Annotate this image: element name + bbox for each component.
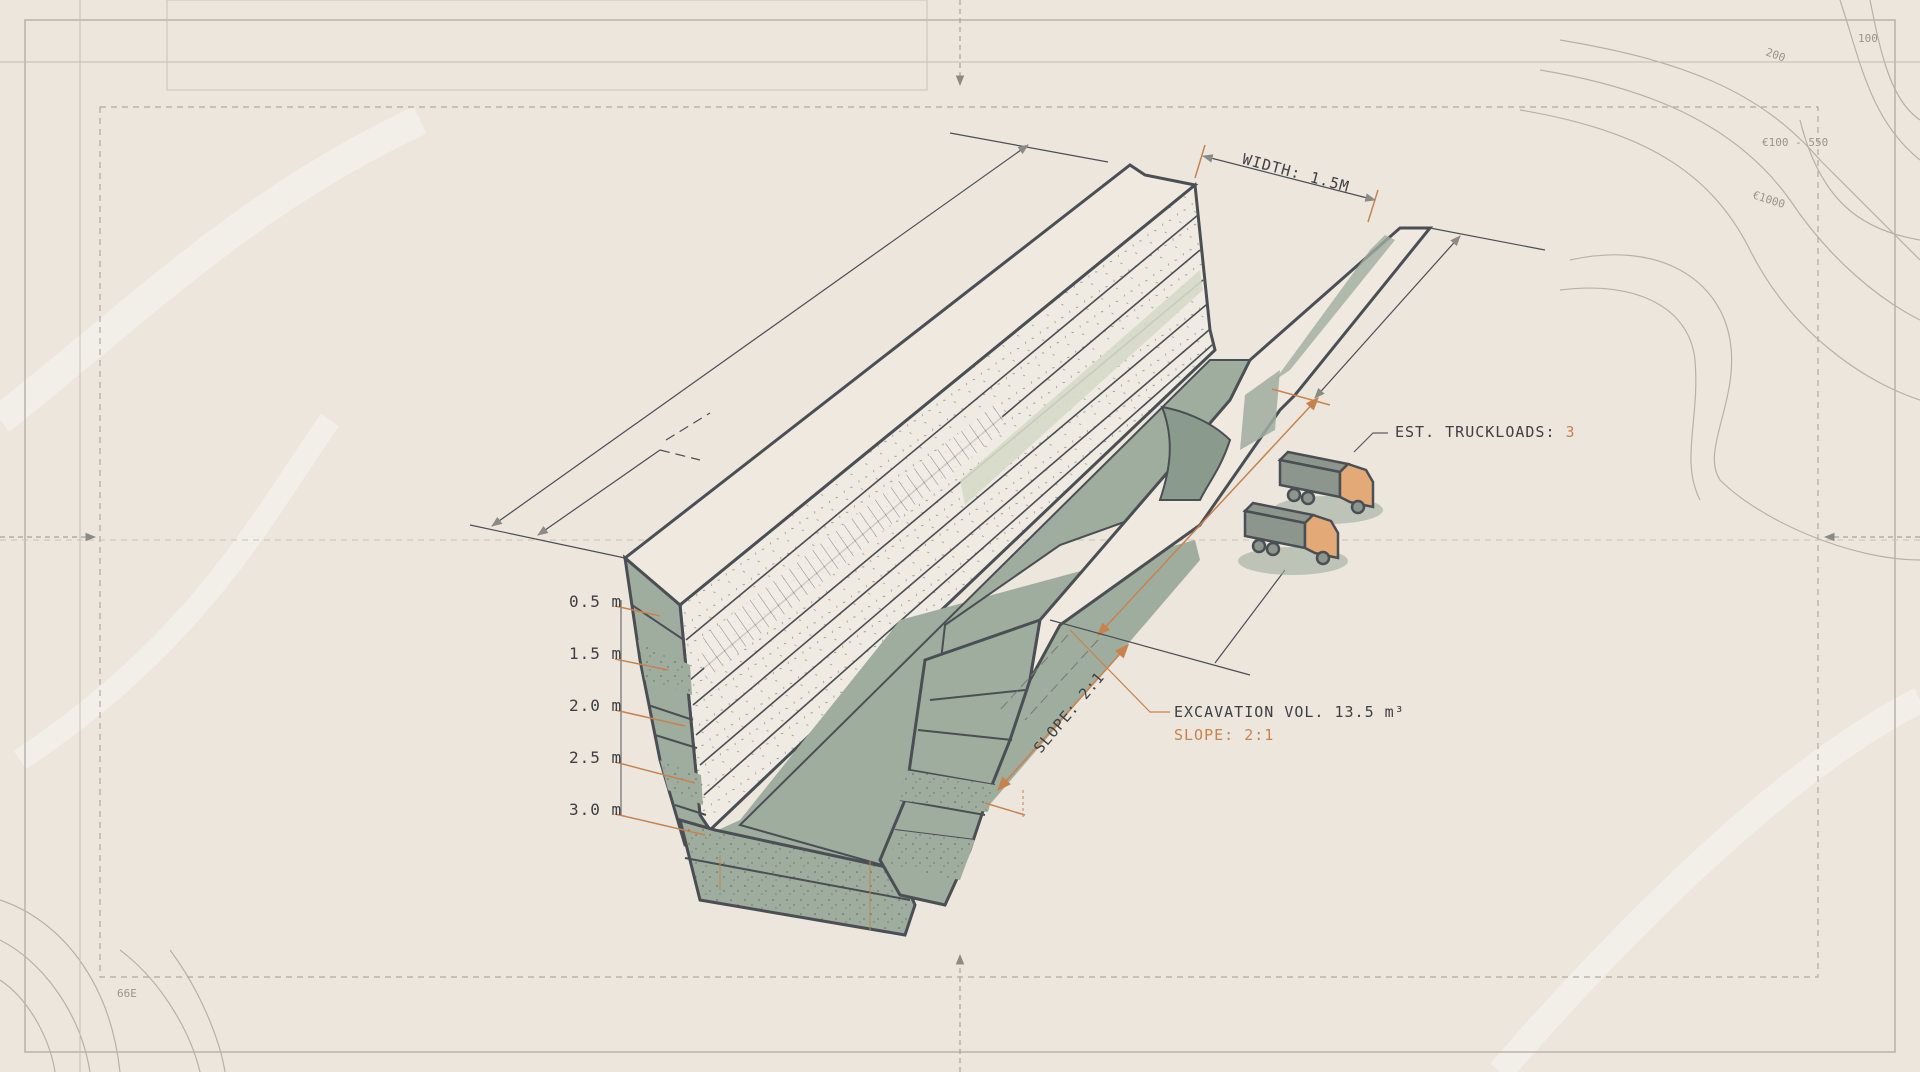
paper-texture (0, 106, 1920, 1072)
contour-label-1000: €1000 (1751, 188, 1787, 211)
excavation-volume-label: EXCAVATION VOL. 13.5 m³ (1174, 703, 1405, 721)
contour-label-550: €100 - 550 (1762, 136, 1828, 149)
depth-label-0-5: 0.5 m (569, 592, 623, 611)
slope-note-label: SLOPE: 2:1 (1174, 726, 1275, 744)
dump-truck-2 (1238, 501, 1348, 575)
depth-label-2-5: 2.5 m (569, 748, 623, 767)
width-dimension (1194, 144, 1379, 223)
contour-label-100: 100 (1858, 32, 1878, 45)
truckloads-callout: EST. TRUCKLOADS: 3 (1395, 423, 1576, 441)
bank-length-dimension (1049, 227, 1546, 676)
depth-scale (614, 600, 706, 836)
contour-label-66e: 66E (117, 987, 137, 1000)
depth-label-1-5: 1.5 m (569, 644, 623, 663)
truckloads-label: EST. TRUCKLOADS: (1395, 423, 1556, 441)
depth-label-2-0: 2.0 m (569, 696, 623, 715)
trench-bottom-layers (677, 817, 917, 937)
contour-label-200: 200 (1764, 46, 1787, 65)
depth-label-3-0: 3.0 m (569, 800, 623, 819)
length-dimension (469, 132, 1109, 559)
truckloads-leader (1353, 432, 1388, 453)
slope-dimension (719, 629, 1170, 930)
truckloads-value: 3 (1565, 423, 1576, 441)
dump-truck-1 (1273, 450, 1383, 524)
